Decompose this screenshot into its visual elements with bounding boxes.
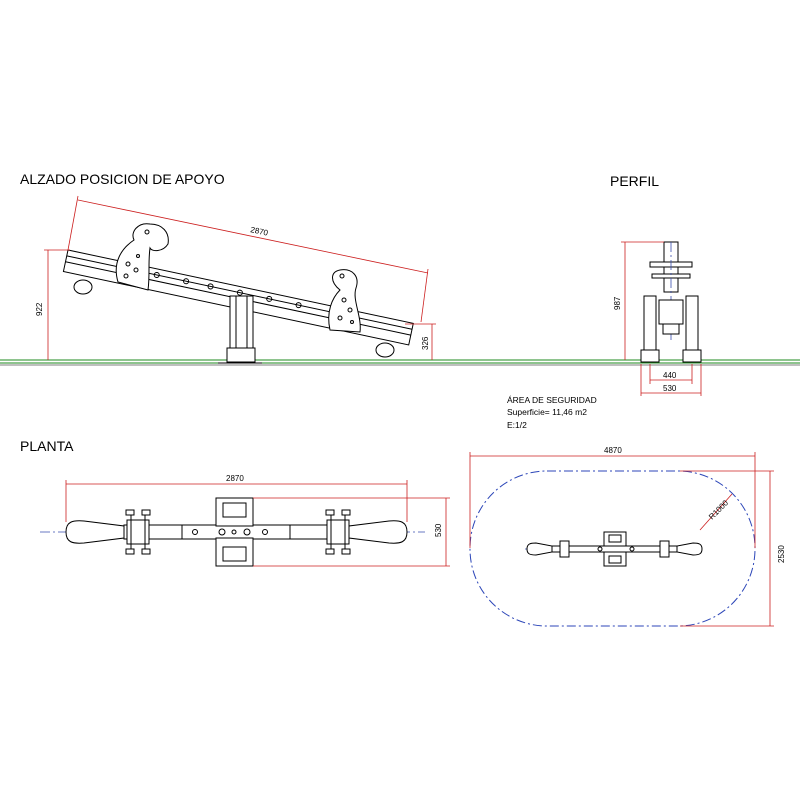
safety-dim-length: 4870: [469, 446, 756, 548]
safety-area-title: ÁREA DE SEGURIDAD: [507, 395, 597, 405]
safety-area-outline: [469, 470, 756, 627]
elevation-dim-seat: 326: [405, 323, 436, 360]
plan-dim-width: 530: [253, 497, 450, 567]
plan-dim-length: 2870: [65, 474, 408, 522]
elevation-view: 2870 922 326: [35, 195, 436, 364]
dim-label: R1000: [707, 498, 730, 521]
paddle-seat-left: [65, 520, 125, 544]
dim-label: 530: [434, 523, 443, 537]
plan-view: 2870 530: [40, 474, 450, 567]
safety-dim-width: 2530: [680, 470, 786, 627]
central-post: [218, 295, 262, 364]
paddle-seat-right: [348, 520, 408, 544]
plan-handle-right: [325, 509, 351, 555]
dim-label: 4870: [604, 446, 622, 455]
dinosaur-seat-left: [115, 223, 169, 291]
dim-label: 440: [663, 371, 677, 380]
profile-dim-outer: 530: [640, 364, 702, 396]
dim-label: 530: [663, 384, 677, 393]
dim-label: 2870: [250, 225, 270, 238]
elevation-dim-length: 2870: [67, 195, 429, 323]
plan-title: PLANTA: [20, 438, 74, 454]
plan-central-base: [192, 497, 268, 567]
profile-dim-inner: 440: [649, 364, 693, 384]
dim-label: 2530: [777, 545, 786, 563]
ground-line: [0, 359, 800, 366]
safety-dim-radius: R1000: [699, 493, 733, 531]
support-leg-left: [643, 295, 657, 353]
mini-paddle-left: [526, 542, 553, 556]
dim-label: 922: [35, 302, 44, 316]
dinosaur-seat-right: [328, 269, 361, 333]
safety-area-scale: E:1/2: [507, 420, 527, 430]
elevation-title: ALZADO POSICION DE APOYO: [20, 171, 225, 187]
plan-handle-left: [125, 509, 151, 555]
safety-area-surface: Superficie= 11,46 m2: [507, 407, 587, 417]
profile-dim-height: 987: [613, 241, 664, 360]
mini-paddle-right: [676, 542, 703, 556]
bumper-wheel-left: [73, 279, 93, 295]
profile-title: PERFIL: [610, 173, 659, 189]
safety-area-view: 4870 2530 R1000: [469, 446, 786, 627]
support-leg-right: [685, 295, 699, 353]
dim-label: 2870: [226, 474, 244, 483]
dim-label: 326: [421, 336, 430, 350]
dim-label: 987: [613, 296, 622, 310]
bumper-wheel-right: [375, 342, 395, 358]
safety-notes: ÁREA DE SEGURIDAD Superficie= 11,46 m2 E…: [507, 395, 597, 430]
profile-view: 987 440 530: [613, 241, 702, 396]
elevation-dim-height: 922: [35, 249, 70, 360]
